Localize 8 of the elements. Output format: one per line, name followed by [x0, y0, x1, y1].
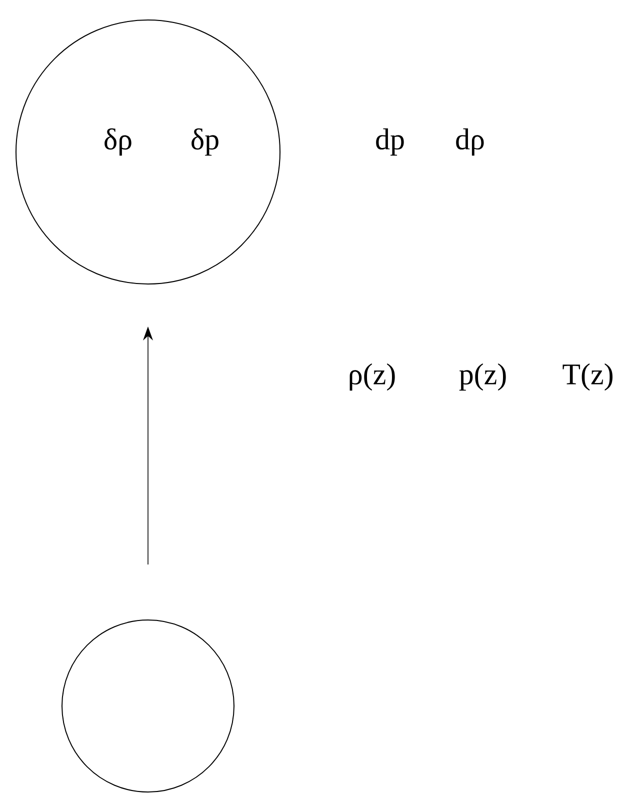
- symbol-label: dρ: [456, 128, 484, 156]
- circle: [62, 620, 234, 792]
- symbol-label: p(z): [459, 363, 506, 391]
- symbol-label: dp: [376, 128, 404, 156]
- symbol-label: δp: [192, 128, 218, 156]
- symbol-label: T(z): [562, 363, 612, 391]
- symbol-label: δρ: [104, 128, 132, 156]
- symbol-label: ρ(z): [350, 363, 395, 391]
